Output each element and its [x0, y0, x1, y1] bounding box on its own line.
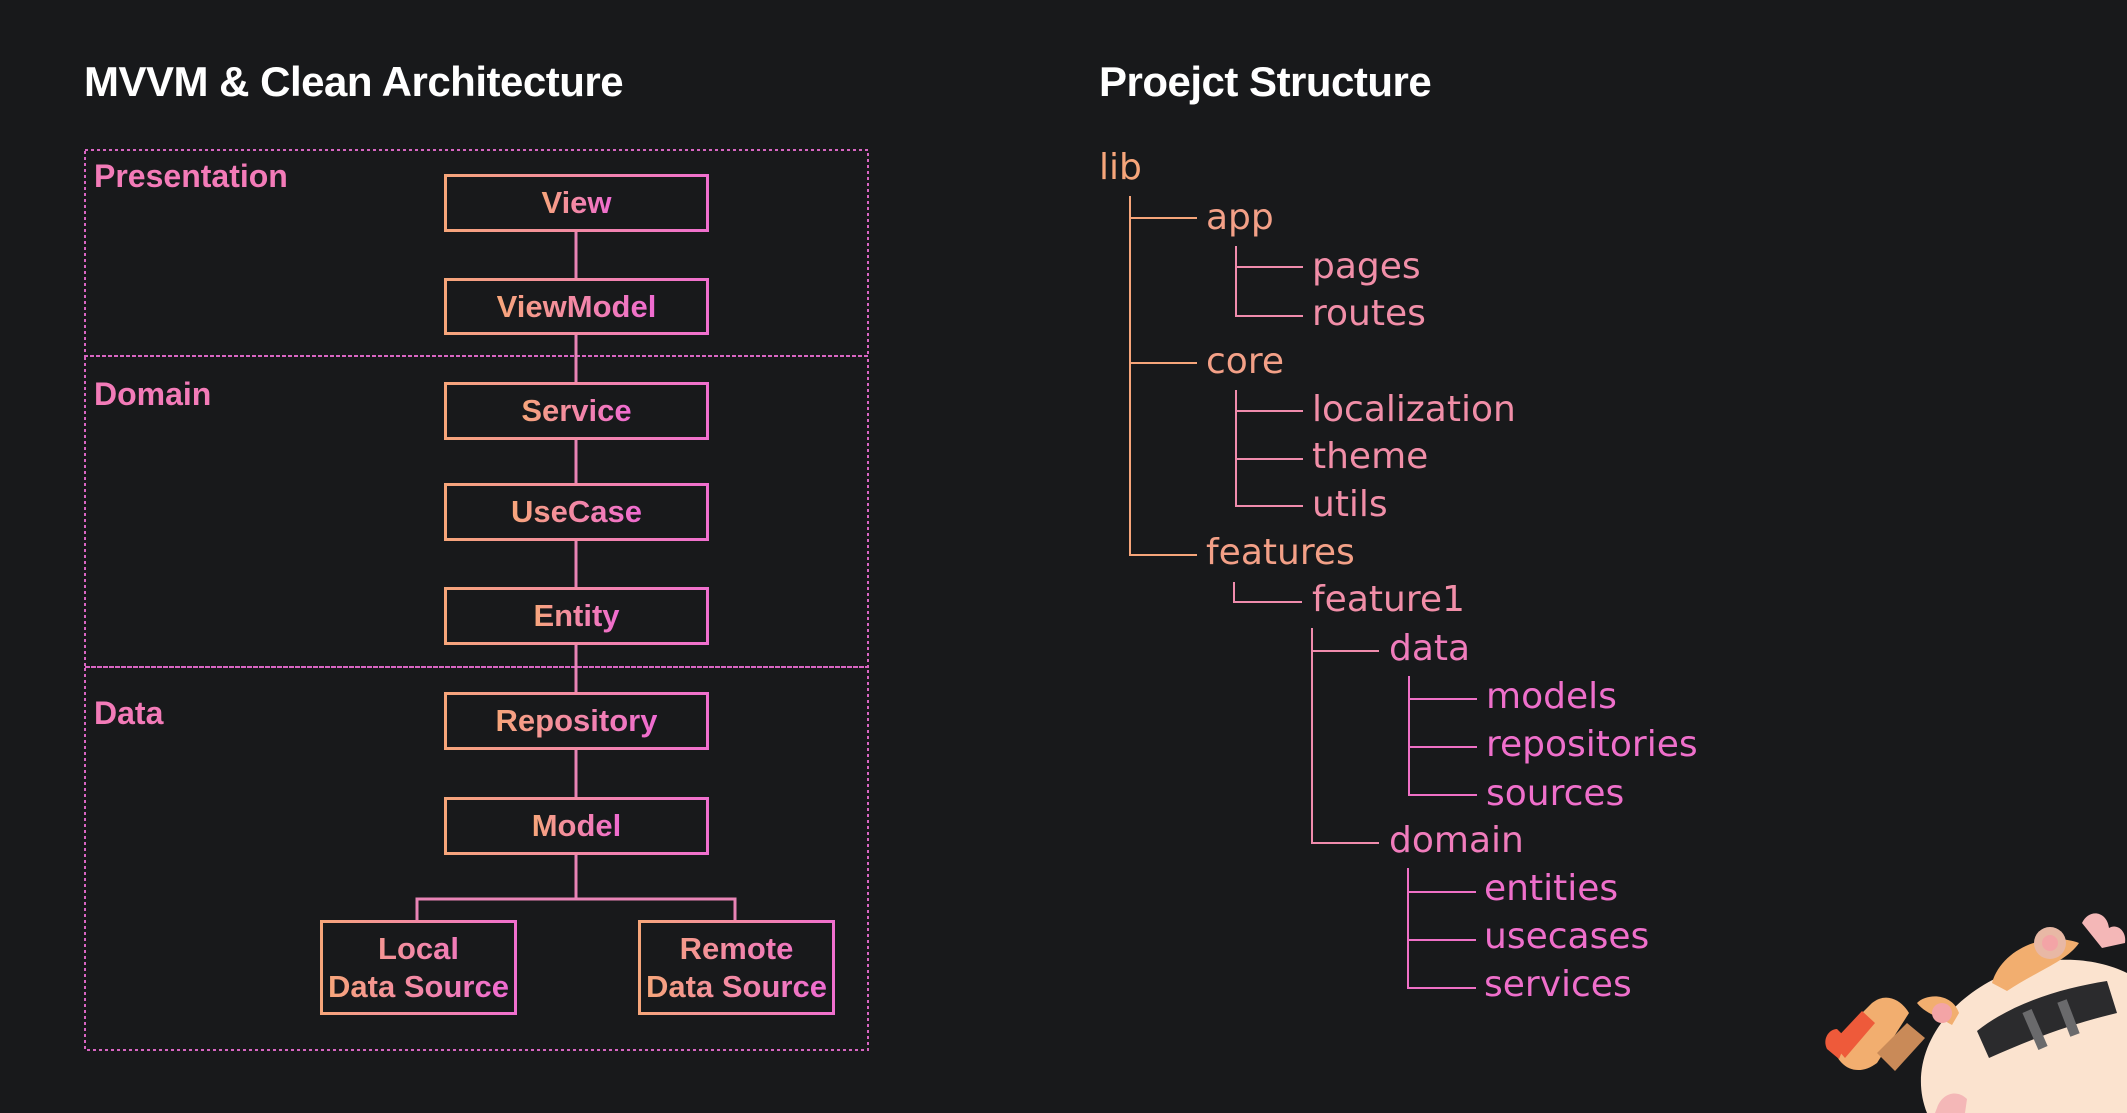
tree-item-core: core [1206, 341, 1284, 382]
section-label-data: Data [94, 695, 164, 731]
edge-split-remote [576, 897, 737, 920]
tree-item-data: data [1389, 628, 1471, 669]
tree-item-models: models [1486, 676, 1617, 717]
tree-item-pages: pages [1312, 246, 1421, 287]
node-service: Service [444, 382, 709, 440]
tree-item-theme: theme [1312, 436, 1429, 477]
tree-item-features: features [1206, 532, 1355, 573]
node-usecase: UseCase [444, 483, 709, 541]
tree-line-domain [1407, 868, 1476, 989]
section-label-presentation: Presentation [94, 158, 288, 194]
tree-item-feature1: feature1 [1312, 579, 1465, 620]
project-structure-title: Proejct Structure [1099, 58, 1432, 105]
tree-item-repositories: repositories [1486, 724, 1698, 765]
tree-item-usecases: usecases [1484, 916, 1650, 957]
node-model: Model [444, 797, 709, 855]
tree-item-app: app [1206, 197, 1274, 238]
node-view: View [444, 174, 709, 232]
section-label-domain: Domain [94, 376, 212, 412]
hamster-mascot-icon [1825, 913, 2127, 1113]
node-repository: Repository [444, 692, 709, 750]
tree-item-lib: lib [1099, 147, 1142, 188]
data-section-frame [84, 666, 869, 1051]
node-remote-data-source: Remote Data Source [638, 920, 835, 1015]
node-local-data-source: Local Data Source [320, 920, 517, 1015]
tree-item-services: services [1484, 964, 1632, 1005]
tree-line-data [1408, 676, 1477, 796]
tree-item-routes: routes [1312, 293, 1426, 334]
tree-line-app [1235, 246, 1303, 317]
tree-item-utils: utils [1312, 484, 1388, 525]
tree-item-domain: domain [1389, 820, 1524, 861]
tree-line-features [1233, 582, 1302, 603]
tree-item-localization: localization [1312, 389, 1516, 430]
tree-item-entities: entities [1484, 868, 1619, 909]
node-entity: Entity [444, 587, 709, 645]
tree-line-core [1235, 390, 1303, 507]
tree-item-sources: sources [1486, 773, 1625, 814]
edge-split-local [415, 897, 576, 920]
domain-section-frame [84, 355, 869, 668]
architecture-title: MVVM & Clean Architecture [84, 58, 624, 105]
tree-line-lib [1129, 196, 1197, 556]
node-viewmodel: ViewModel [444, 278, 709, 335]
tree-line-feature1 [1311, 628, 1379, 844]
